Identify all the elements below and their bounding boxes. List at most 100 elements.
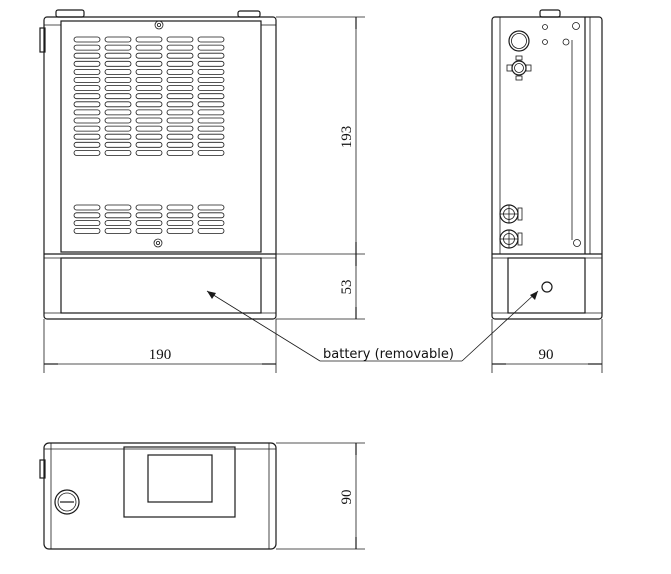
vent-slot [104, 133, 132, 140]
front-screw-bottom [153, 238, 163, 248]
dim-text-53: 53 [339, 280, 355, 295]
vent-slot [135, 52, 163, 59]
vent-slot [104, 93, 132, 100]
vent-slot [73, 44, 101, 51]
vent-slot [104, 227, 132, 234]
vent-slot [73, 133, 101, 140]
vent-slot [197, 227, 225, 234]
vent-slot [73, 52, 101, 59]
front-side-connector [39, 27, 46, 53]
vent-slot [197, 125, 225, 132]
vent-slot [197, 149, 225, 156]
vent-slot [104, 220, 132, 227]
top-display-frame [123, 446, 236, 518]
vent-slot [104, 109, 132, 116]
side-screw-2 [542, 39, 548, 45]
vent-slot [135, 204, 163, 211]
vent-slot [135, 149, 163, 156]
vent-slot [197, 141, 225, 148]
vent-slot [73, 101, 101, 108]
vent-slot [166, 133, 194, 140]
vent-slot [197, 69, 225, 75]
vent-slot [197, 85, 225, 91]
vent-slot [104, 101, 132, 108]
vent-slot [166, 125, 194, 132]
vent-slot [197, 212, 225, 219]
front-top-bump-right [237, 10, 261, 18]
vent-slot [135, 212, 163, 219]
vent-slot [166, 69, 194, 75]
side-screw-1 [542, 24, 548, 30]
vent-slot [73, 125, 101, 132]
vent-slot [104, 117, 132, 124]
side-cable-gland-1 [499, 204, 523, 224]
side-cable-gland-2 [499, 229, 523, 249]
vent-slot [104, 204, 132, 211]
vent-slot [73, 36, 101, 43]
vent-slot [135, 101, 163, 108]
vent-slot [166, 117, 194, 124]
front-top-bump-left [55, 9, 85, 18]
vent-slot [166, 212, 194, 219]
top-side-connector [39, 459, 46, 479]
vent-slot [73, 204, 101, 211]
battery-callout-leader [206, 290, 539, 362]
vent-slot [166, 36, 194, 43]
vent-slot [73, 69, 101, 75]
vent-slot [197, 101, 225, 108]
vent-slot [166, 93, 194, 100]
vent-slot [135, 93, 163, 100]
vent-slot [135, 36, 163, 43]
dim-text-190: 190 [149, 347, 172, 363]
side-outer-body [491, 16, 603, 320]
vent-slot [166, 220, 194, 227]
vent-slot [197, 220, 225, 227]
vent-slot [73, 85, 101, 91]
dim-text-193: 193 [339, 126, 355, 149]
vent-slot [166, 204, 194, 211]
side-round-connector [508, 30, 530, 52]
vent-slot [166, 60, 194, 67]
vent-slot [104, 44, 132, 51]
vent-slot [135, 44, 163, 51]
vent-slot [104, 36, 132, 43]
front-battery-compartment [60, 257, 262, 314]
side-screw-4 [562, 38, 570, 46]
vent-slot [166, 149, 194, 156]
vent-slot [135, 141, 163, 148]
vent-slot [135, 125, 163, 132]
vent-slot [166, 227, 194, 234]
vent-slot [166, 109, 194, 116]
top-view [39, 442, 277, 550]
vent-slot [104, 212, 132, 219]
vent-slot [73, 117, 101, 124]
vent-slot [104, 125, 132, 132]
vent-slot [73, 149, 101, 156]
vent-slot [73, 93, 101, 100]
vent-slot [166, 77, 194, 83]
vent-slot [197, 133, 225, 140]
top-knob [54, 489, 80, 515]
vent-slot [73, 60, 101, 67]
vent-slot [197, 44, 225, 51]
vent-slot [166, 44, 194, 51]
vent-slot [197, 117, 225, 124]
vent-slot [135, 109, 163, 116]
vent-slot [135, 117, 163, 124]
vent-slot [197, 60, 225, 67]
front-vent-panel [60, 20, 262, 253]
vent-slot [166, 52, 194, 59]
vent-slot [73, 77, 101, 83]
vent-slot [135, 77, 163, 83]
vent-slot [135, 69, 163, 75]
side-battery-latch [541, 281, 553, 293]
side-top-bump [539, 9, 561, 18]
vent-slot [135, 85, 163, 91]
front-view [39, 9, 277, 320]
vent-slot [104, 77, 132, 83]
side-view [491, 9, 603, 320]
dim-text-90-side: 90 [539, 347, 554, 363]
vent-slot [104, 60, 132, 67]
vent-slot [73, 227, 101, 234]
